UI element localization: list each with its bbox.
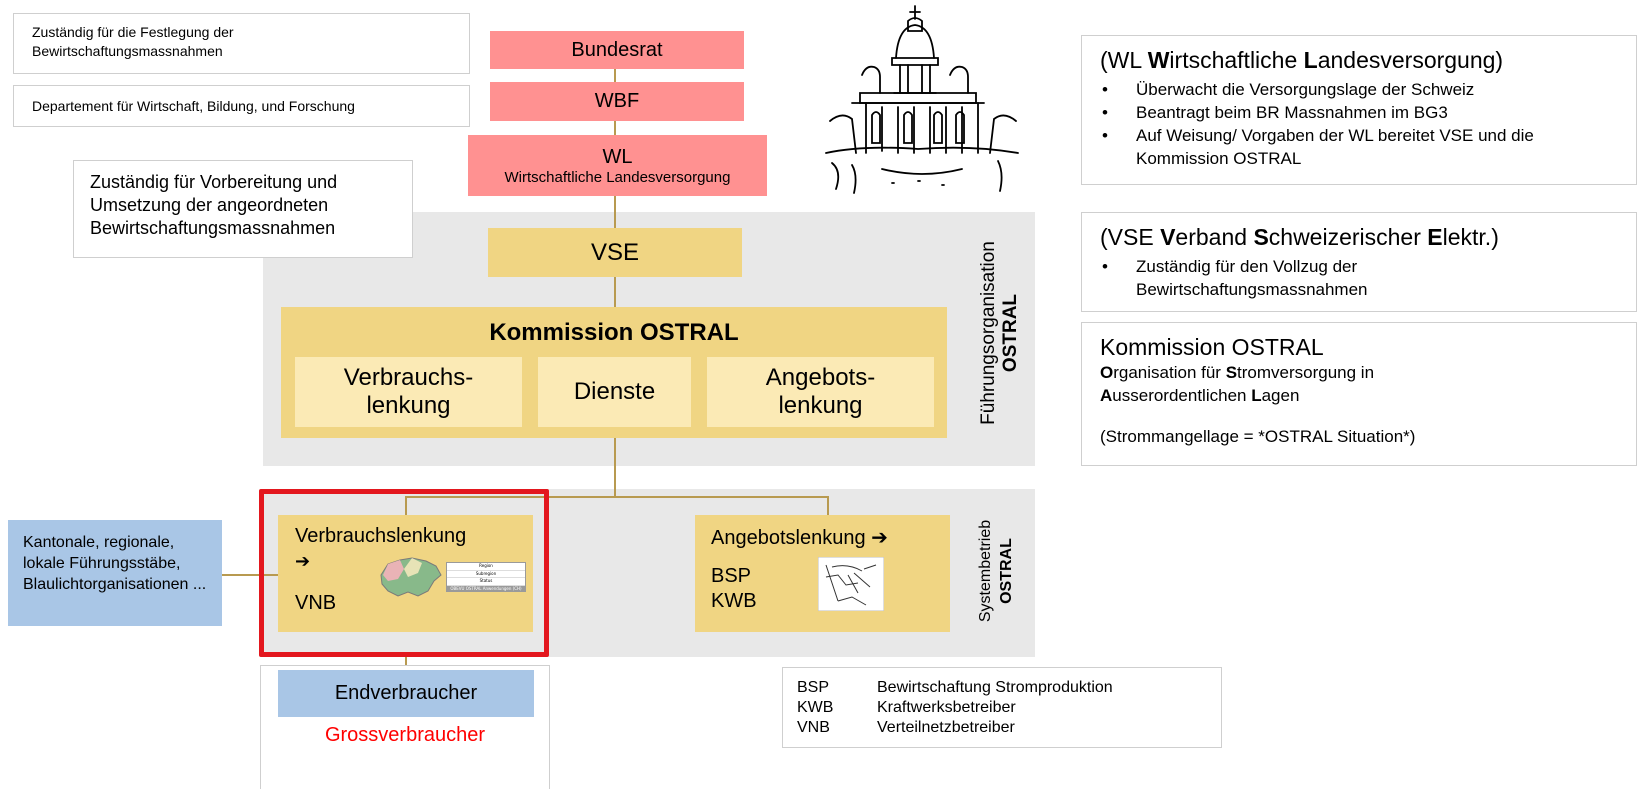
note-vorbereitung: Zuständig für Vorbereitung und Umsetzung… — [73, 160, 413, 258]
connector-line — [614, 196, 616, 228]
vse-box: VSE — [488, 228, 742, 277]
kommission-title: Kommission OSTRAL — [489, 319, 739, 346]
connector-line — [405, 496, 407, 515]
info-wl-title: (WL Wirtschaftliche Landesversorgung) — [1100, 47, 1504, 73]
map-legend-panel: Region Subregion Status OBEVU OSTRAL Anw… — [446, 562, 526, 592]
angebot-kwb: KWB — [711, 590, 757, 612]
info-ostral-title: Kommission OSTRAL — [1100, 334, 1324, 360]
wl-box: WL Wirtschaftliche Landesversorgung — [468, 135, 767, 196]
connector-line — [614, 121, 616, 135]
angebot-title: Angebotslenkung ➔ — [711, 527, 888, 549]
label-systembetrieb: Systembetrieb OSTRAL — [977, 519, 1015, 623]
connector-line — [222, 574, 278, 576]
subunit-dienste: Dienste — [538, 357, 691, 427]
info-wl-bullets: Überwacht die Versorgungslage der Schwei… — [1100, 78, 1618, 170]
info-ostral-line1: Organisation für Stromversorgung in — [1100, 363, 1375, 382]
bundeshaus-sketch — [825, 5, 1019, 194]
subunit-angebotslenkung: Angebots- lenkung — [707, 357, 934, 427]
info-wl: (WL Wirtschaftliche Landesversorgung) Üb… — [1081, 35, 1637, 185]
kantonal-box: Kantonale, regionale, lokale Führungsstä… — [8, 520, 222, 626]
connector-line — [405, 496, 828, 498]
wbf-box: WBF — [490, 82, 744, 121]
note-departement: Departement für Wirtschaft, Bildung, und… — [13, 85, 470, 127]
info-vse-title: (VSE Verband Schweizerischer Elektr.) — [1100, 224, 1499, 250]
verbrauchslenkung-box: Verbrauchslenkung ➔ VNB Region Subregion… — [278, 515, 533, 632]
verbrauch-title: Verbrauchslenkung — [295, 525, 467, 547]
connector-line — [614, 277, 616, 307]
subunit-verbrauchslenkung: Verbrauchs- lenkung — [295, 357, 522, 427]
production-sketch — [818, 557, 884, 611]
info-ostral: Kommission OSTRAL Organisation für Strom… — [1081, 322, 1637, 466]
verbrauch-arrow: ➔ — [295, 551, 311, 571]
abbreviation-row: BSP Bewirtschaftung Stromproduktion — [797, 679, 1113, 696]
angebotslenkung-box: Angebotslenkung ➔ BSP KWB — [695, 515, 950, 632]
info-ostral-line2: Ausserordentlichen Lagen — [1100, 386, 1300, 405]
connector-line — [827, 496, 829, 515]
info-vse-bullets: Zuständig für den Vollzug der Bewirtscha… — [1100, 255, 1618, 301]
note-festlegung: Zuständig für die Festlegung der Bewirts… — [13, 13, 470, 74]
connector-line — [614, 438, 616, 496]
info-vse: (VSE Verband Schweizerischer Elektr.) Zu… — [1081, 212, 1637, 312]
abbreviation-box: BSP Bewirtschaftung Stromproduktion KWB … — [782, 667, 1222, 748]
switzerland-map — [380, 557, 442, 597]
grossverbraucher-label: Grossverbraucher — [324, 724, 486, 746]
abbreviation-table: BSP Bewirtschaftung Stromproduktion KWB … — [797, 678, 1113, 738]
angebot-bsp: BSP — [711, 565, 752, 587]
abbreviation-row: VNB Verteilnetzbetreiber — [797, 719, 1015, 736]
verbrauch-vnb: VNB — [295, 592, 337, 614]
connector-line — [405, 656, 407, 670]
label-fuehrungsorganisation: Führungsorganisation OSTRAL — [978, 241, 1021, 425]
abbreviation-row: KWB Kraftwerksbetreiber — [797, 699, 1016, 716]
highlight-frame — [259, 489, 549, 657]
info-ostral-note: (Strommangellage = *OSTRAL Situation*) — [1100, 427, 1416, 446]
connector-line — [614, 68, 616, 82]
bundesrat-box: Bundesrat — [490, 31, 744, 69]
endverbraucher-box: Endverbraucher — [278, 670, 534, 717]
